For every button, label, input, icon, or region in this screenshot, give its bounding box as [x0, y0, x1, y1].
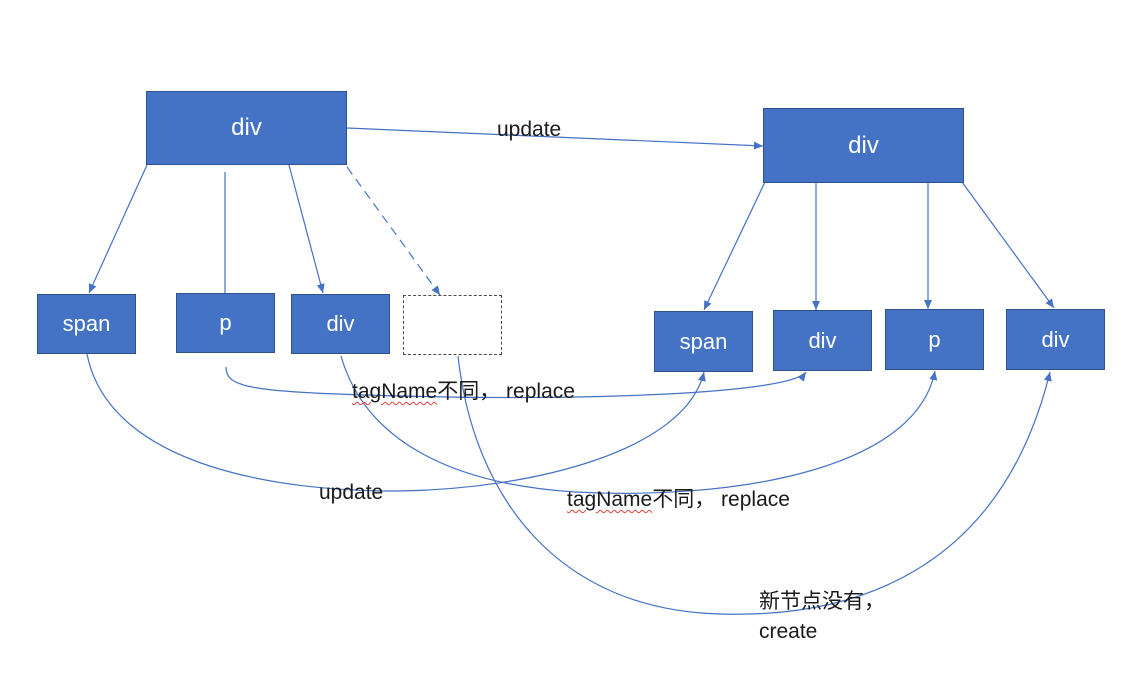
new-root-node: div [763, 108, 964, 183]
label-replace-div-p: tagName不同， replace [567, 487, 790, 512]
label-replace-tagname: tagName [352, 380, 438, 403]
edge-old-root-to-span [88, 164, 148, 294]
edge-new-root-to-span [703, 181, 766, 311]
edge-new-root-to-div2 [961, 181, 1055, 309]
edge-root-update [346, 127, 764, 150]
label-replace-tagname: tagName [567, 488, 653, 511]
new-child-node: div [1006, 309, 1105, 370]
edge-old-root-to-div [288, 164, 325, 294]
label-span-update: update [319, 481, 384, 504]
old-empty-placeholder-node [403, 295, 502, 355]
old-child-node: span [37, 294, 136, 354]
label-create-line1: 新节点没有， [759, 590, 885, 613]
label-replace-p-div: tagName不同， replace [352, 379, 575, 404]
label-replace-text: 不同， replace [437, 380, 575, 403]
new-child-node: p [885, 309, 984, 370]
edge-old-root-to-empty [346, 166, 441, 296]
curve-span-update [86, 353, 706, 492]
label-create-line2: create [759, 620, 818, 643]
new-child-node: div [773, 310, 872, 371]
curve-empty-create [457, 355, 1052, 615]
label-replace-text: 不同， replace [652, 488, 790, 511]
old-root-node: div [146, 91, 347, 165]
old-child-node: p [176, 293, 275, 353]
curve-div-to-p-replace [340, 355, 938, 494]
new-child-node: span [654, 311, 753, 372]
old-child-node: div [291, 294, 390, 354]
label-root-update: update [497, 118, 562, 141]
